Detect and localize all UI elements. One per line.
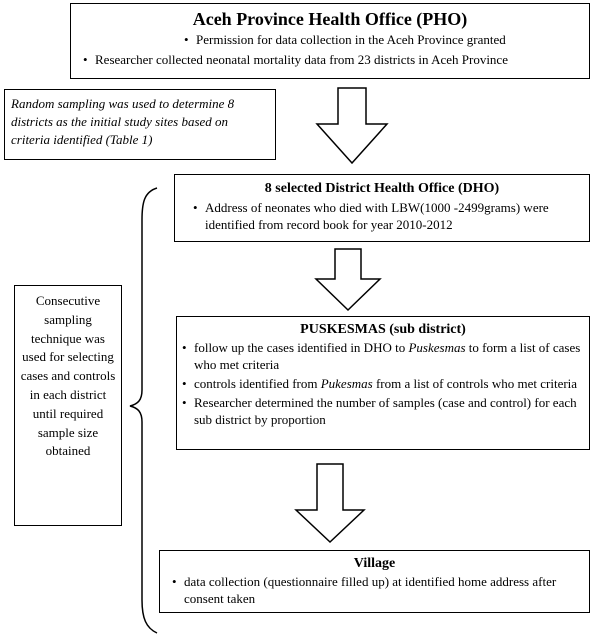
dho-box: 8 selected District Health Office (DHO) … [174, 174, 590, 242]
village-title: Village [353, 556, 396, 571]
pho-box: Aceh Province Health Office (PHO) Permis… [70, 3, 590, 79]
random-sampling-text: Random sampling was used to determine 8 … [11, 96, 235, 147]
down-arrow-puskesmas-to-village [294, 463, 366, 544]
dho-bullet-1: Address of neonates who died with LBW(10… [193, 199, 581, 233]
puskesmas-bullet-2-post: from a list of controls who met criteria [372, 376, 578, 391]
puskesmas-bullet-2-pre: controls identified from [194, 376, 321, 391]
down-arrow-dho-to-puskesmas [314, 248, 382, 312]
consecutive-sampling-text: Consecutive sampling technique was used … [20, 293, 116, 459]
pho-bullet-1: Permission for data collection in the Ac… [184, 32, 589, 48]
random-sampling-note: Random sampling was used to determine 8 … [4, 89, 276, 160]
puskesmas-box: PUSKESMAS (sub district) follow up the c… [176, 316, 590, 450]
consecutive-sampling-note: Consecutive sampling technique was used … [14, 285, 122, 526]
dho-title: 8 selected District Health Office (DHO) [264, 181, 500, 196]
pho-bullet-2: Researcher collected neonatal mortality … [83, 52, 589, 68]
puskesmas-bullet-1-pre: follow up the cases identified in DHO to [194, 340, 409, 355]
village-bullet-1: data collection (questionnaire filled up… [172, 573, 581, 607]
puskesmas-bullet-3: Researcher determined the number of samp… [182, 394, 583, 428]
left-brace [129, 187, 158, 634]
puskesmas-bullet-1: follow up the cases identified in DHO to… [182, 339, 583, 373]
puskesmas-title: PUSKESMAS (sub district) [300, 322, 466, 337]
puskesmas-bullet-2: controls identified from Pukesmas from a… [182, 375, 583, 392]
village-box: Village data collection (questionnaire f… [159, 550, 590, 613]
pho-title: Aceh Province Health Office (PHO) [192, 9, 468, 29]
puskesmas-bullet-2-em: Pukesmas [320, 376, 373, 391]
down-arrow-pho-to-dho [315, 87, 389, 165]
puskesmas-bullet-1-em: Puskesmas [408, 340, 466, 355]
puskesmas-bullet-1-post: to form a list of cases who met criteria [194, 340, 581, 372]
